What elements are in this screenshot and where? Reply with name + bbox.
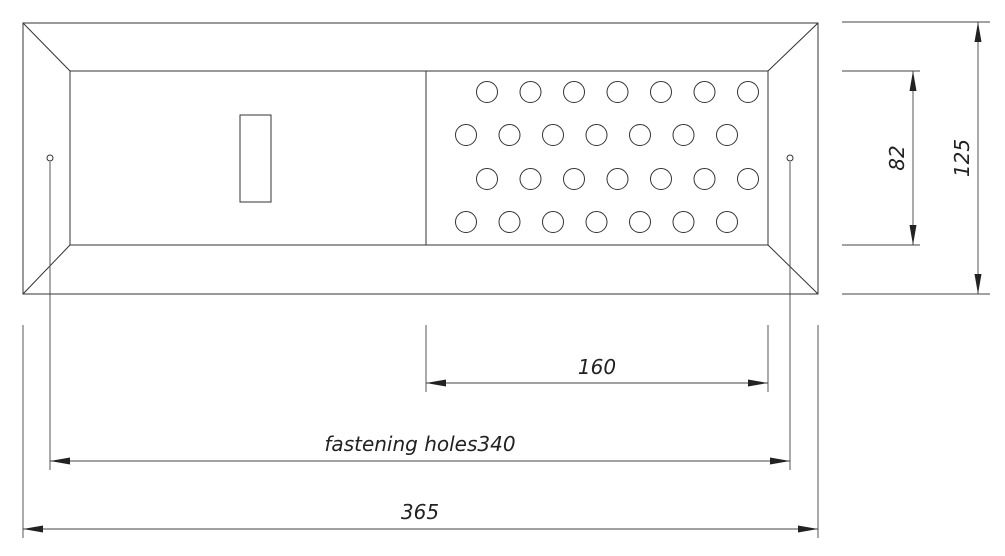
perforation-hole — [476, 81, 498, 103]
perforation-hole — [585, 124, 608, 146]
perforation-hole — [650, 81, 672, 103]
extension-lines — [22, 21, 990, 538]
inner-panel — [69, 70, 769, 246]
dimension-label-365: 365 — [401, 500, 439, 524]
perforation-hole — [737, 81, 759, 103]
perforation-hole — [542, 124, 564, 146]
perforation-hole — [498, 211, 521, 233]
dimension-365: 365 — [23, 500, 818, 533]
fastening-hole-left — [46, 154, 54, 162]
outer-frame — [22, 22, 819, 295]
perforation-hole — [606, 168, 629, 190]
perforation-hole — [563, 81, 585, 103]
dimension-fastening-holes: fastening holes340 — [50, 432, 790, 465]
dimension-125: 125 — [950, 22, 982, 294]
dimension-label-fastening-holes: fastening holes340 — [324, 432, 515, 456]
display-slot — [239, 114, 272, 203]
perforation-hole — [672, 211, 695, 233]
perforation-hole — [585, 211, 608, 233]
perforation-hole — [542, 211, 564, 233]
perforation-hole — [455, 211, 477, 233]
perforation-hole — [629, 124, 651, 146]
dimension-82: 82 — [885, 71, 917, 245]
bevel-lines — [22, 22, 819, 295]
dimension-160: 160 — [426, 355, 768, 387]
perforation-hole — [563, 168, 585, 190]
dimension-label-160: 160 — [578, 355, 616, 379]
perforation-hole — [476, 168, 498, 190]
perforation-hole — [629, 211, 651, 233]
perforation-hole — [672, 124, 695, 146]
perforation-hole — [716, 211, 738, 233]
perforation-hole — [519, 81, 542, 103]
perforation-hole — [650, 168, 672, 190]
perforation-hole — [455, 124, 477, 146]
perforation-hole — [693, 81, 716, 103]
perforation-holes — [455, 81, 759, 233]
dimension-label-82: 82 — [885, 145, 909, 170]
perforation-hole — [716, 124, 738, 146]
dimension-label-125: 125 — [950, 139, 974, 177]
perforation-hole — [606, 81, 629, 103]
perforation-hole — [737, 168, 759, 190]
fastening-hole-right — [786, 154, 794, 162]
perforation-hole — [693, 168, 716, 190]
perforation-hole — [498, 124, 521, 146]
perforation-hole — [519, 168, 542, 190]
